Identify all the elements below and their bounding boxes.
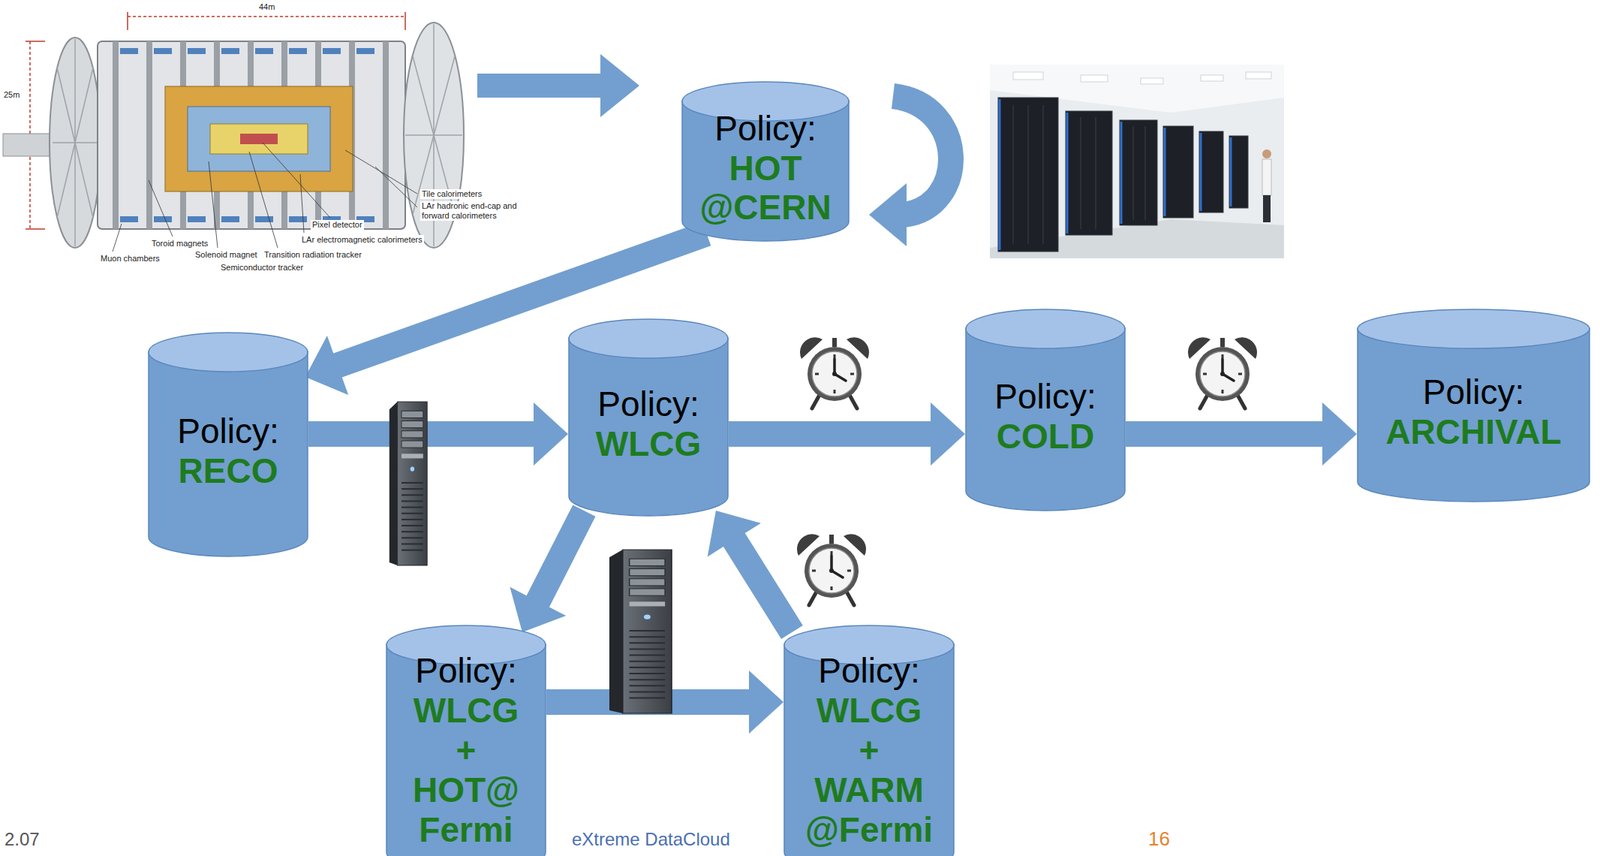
text-group: Policy:WLCG + WARM @Fermi	[805, 650, 933, 849]
text-group: Policy:ARCHIVAL	[1385, 372, 1561, 452]
dimension-label: 44m	[257, 2, 277, 13]
loop-arrow	[869, 96, 951, 247]
storage-cylinder: Policy:WLCG	[568, 318, 729, 517]
storage-cylinder: Policy:WLCG + WARM @Fermi	[783, 624, 955, 856]
flow-arrow	[477, 54, 640, 118]
dimension-label: 25m	[2, 90, 22, 100]
cylinder-body	[784, 643, 954, 856]
policy-heading: Policy:	[415, 650, 517, 691]
part-label: Semiconductor tracker	[219, 262, 305, 273]
text-group: Policy:HOT @CERN	[699, 108, 831, 229]
supercomputer-photo	[989, 64, 1285, 259]
policy-heading: Policy:	[994, 376, 1096, 417]
text-group: Policy:WLCG + HOT@ Fermi	[412, 650, 520, 849]
cylinder-body	[682, 100, 849, 241]
alarm-clock-icon	[1187, 336, 1258, 409]
page-number: 16	[1146, 827, 1172, 851]
policy-name: HOT @CERN	[699, 148, 831, 229]
cylinder-body	[568, 337, 728, 516]
policy-heading: Policy:	[818, 650, 920, 691]
policy-heading: Policy:	[1422, 372, 1525, 413]
cylinder-body	[965, 327, 1125, 511]
detector-illustration	[3, 12, 464, 252]
storage-cylinder: Policy:RECO	[147, 331, 309, 557]
part-label: LAr electromagnetic calorimeters	[300, 234, 425, 245]
part-label: Solenoid magnet	[193, 249, 259, 260]
policy-heading: Policy:	[597, 384, 699, 425]
cylinder-body	[1357, 327, 1590, 502]
cylinder-top	[148, 332, 308, 372]
policy-name: WLCG + WARM @Fermi	[805, 690, 933, 850]
policy-heading: Policy:	[177, 411, 279, 452]
policy-name: WLCG	[595, 424, 702, 464]
cylinder-body	[386, 643, 546, 856]
part-label: Tile calorimeters	[420, 189, 484, 199]
policy-heading: Policy:	[714, 108, 816, 149]
server-icon	[609, 549, 672, 713]
cylinder-top	[965, 309, 1125, 349]
part-label: Muon chambers	[99, 253, 162, 264]
policy-name: ARCHIVAL	[1385, 412, 1561, 452]
block-arrow	[728, 402, 966, 466]
block-arrow	[509, 504, 596, 632]
block-arrow	[707, 510, 804, 639]
text-group: Policy:WLCG	[595, 384, 702, 464]
alarm-clock-icon	[796, 533, 867, 605]
policy-name: COLD	[996, 416, 1095, 457]
part-label: LAr hadronic end-cap and forward calorim…	[420, 201, 529, 221]
cylinder-top	[568, 318, 728, 358]
alarm-clock-icon	[800, 336, 870, 409]
text-group: Policy:COLD	[994, 376, 1096, 457]
text-group: Policy:RECO	[177, 411, 279, 491]
cylinder-top	[1357, 309, 1590, 349]
block-arrow	[1125, 402, 1357, 466]
part-label: Transition radiation tracker	[262, 249, 364, 260]
footer-date: 2.07	[3, 828, 42, 851]
server-icon	[389, 401, 428, 566]
policy-name: RECO	[178, 451, 279, 491]
storage-cylinder: Policy:HOT @CERN	[681, 81, 850, 242]
cylinder-body	[148, 351, 308, 557]
storage-cylinder: Policy:ARCHIVAL	[1356, 308, 1591, 503]
storage-cylinder: Policy:COLD	[965, 308, 1126, 512]
block-arrow	[308, 402, 569, 466]
part-label: Toroid magnets	[150, 238, 210, 249]
policy-name: WLCG + HOT@ Fermi	[412, 690, 520, 850]
part-label: Pixel detector	[310, 219, 364, 230]
storage-cylinder: Policy:WLCG + HOT@ Fermi	[385, 624, 547, 856]
footer-title: eXtreme DataCloud	[570, 828, 732, 851]
